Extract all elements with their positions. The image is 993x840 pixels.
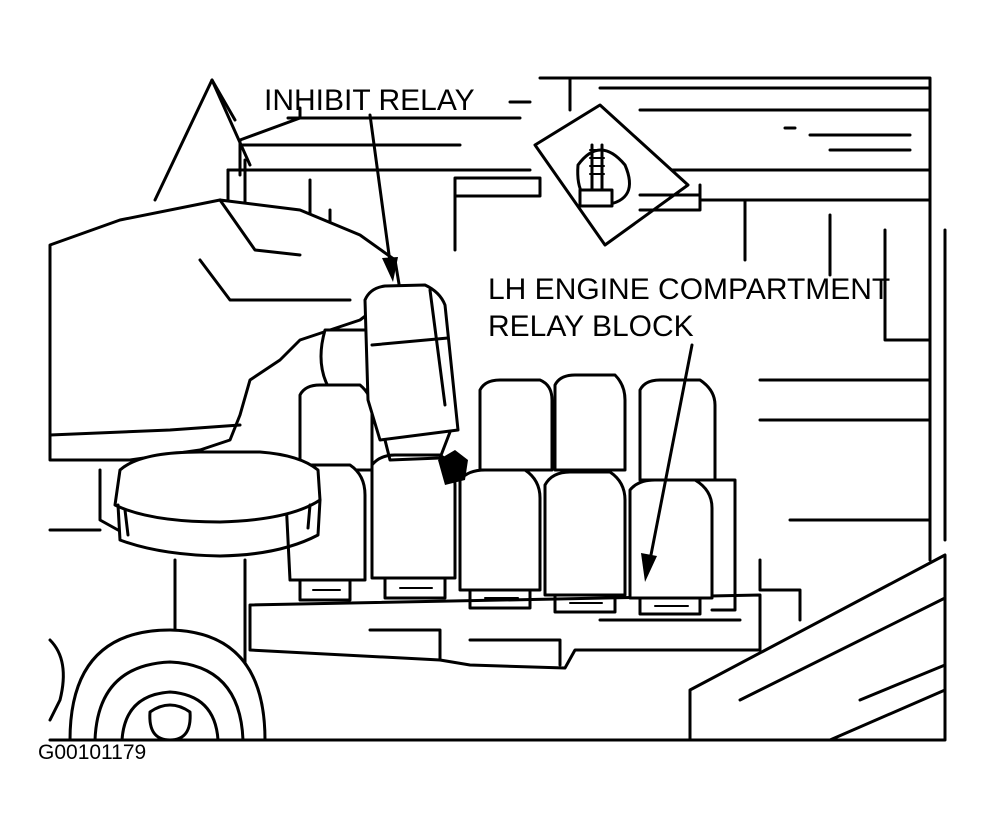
relay-block-label-line1: LH ENGINE COMPARTMENT [488,273,891,306]
inhibit-relay-label: INHIBIT RELAY [264,84,475,117]
figure-code: G00101179 [38,741,147,764]
relay-block [248,373,762,670]
reservoir-cap [48,450,322,742]
relay [628,478,714,616]
relay [370,453,457,600]
relay-block-label-line2: RELAY BLOCK [488,310,694,343]
inhibit-relay [363,283,460,462]
fender-edge [278,553,947,742]
mounting-bracket [453,103,702,247]
relay [298,383,374,472]
relay [553,373,627,472]
relay [638,378,717,482]
relay [543,470,627,614]
lower-components [48,628,282,742]
relay [458,468,542,610]
leader-inhibit [368,100,532,282]
leader-relay-block [641,343,694,582]
relay [478,378,554,472]
